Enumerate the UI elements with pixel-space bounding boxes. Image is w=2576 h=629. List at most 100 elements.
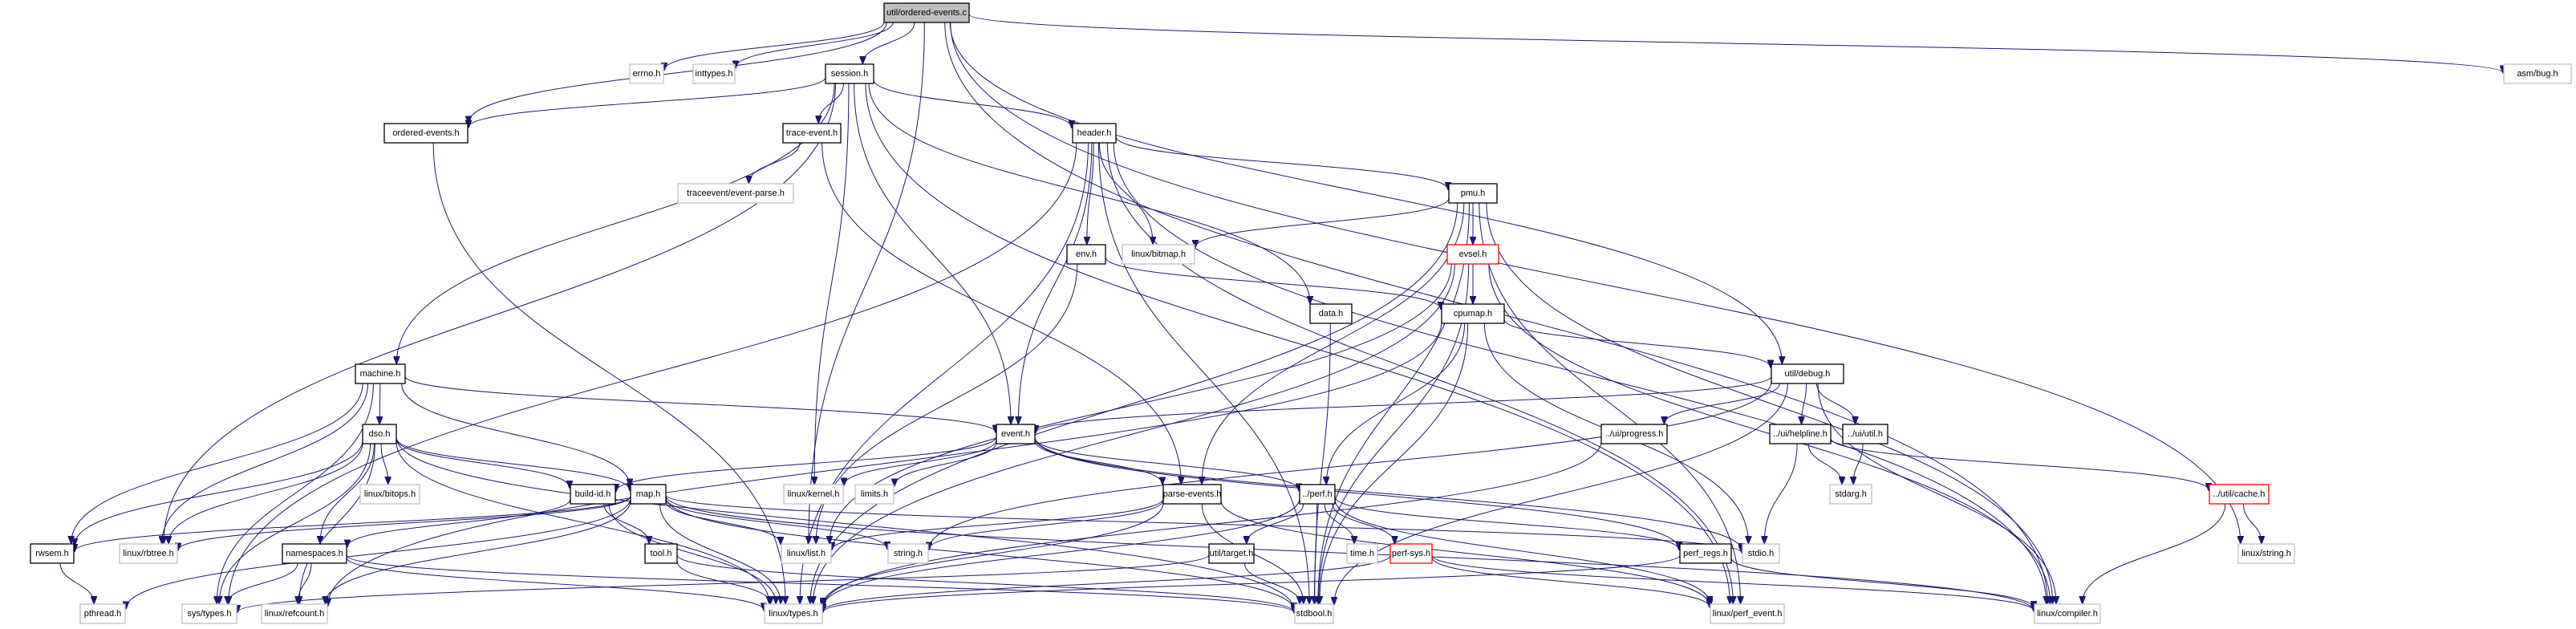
node-map-label: map.h [636,489,661,499]
edge-header-to-compiler [1113,142,2046,603]
edge-target-to-systypes [237,554,1210,612]
node-dso[interactable]: dso.h [362,424,397,444]
node-errno-label: errno.h [633,69,661,79]
edge-debug-to-helpline [1802,383,1807,424]
node-dso-box [362,424,397,444]
edge-dso-to-bitops [380,443,388,484]
node-bitmap-box [1122,244,1195,265]
node-perfregs-box [1679,543,1732,564]
node-pmu[interactable]: pmu.h [1448,183,1498,204]
node-compiler-box [2034,603,2101,624]
node-orderedh-label: ordered-events.h [392,128,459,138]
node-evsel-box [1446,244,1499,265]
node-perfevent-label: linux/perf_event.h [1713,609,1783,619]
node-inttypes-box [692,63,736,84]
node-pthread-label: pthread.h [84,609,121,619]
node-buildid[interactable]: build-id.h [570,484,616,505]
edge-tool-to-types [676,561,770,603]
node-uiutil-box [1842,424,1888,444]
node-bitops: linux/bitops.h [359,484,420,505]
node-event[interactable]: event.h [996,424,1036,444]
edge-header-to-perfevent [1106,142,1733,603]
node-data-box [1309,303,1353,324]
edge-map-to-list [665,501,781,544]
node-perfregs[interactable]: perf_regs.h [1679,543,1732,564]
node-eventparse: traceevent/event-parse.h [677,183,794,204]
edge-parseevents-to-string [929,500,1164,550]
edge-perf-to-stdbool [1314,503,1316,603]
edge-machine-to-systypes [217,383,374,603]
edge-traceevent-to-parseevents [821,142,1182,484]
node-rwsem-label: rwsem.h [35,549,69,558]
node-target[interactable]: util/target.h [1208,543,1255,564]
edge-evsel-to-types [813,263,1455,603]
node-cache[interactable]: ../util/cache.h [2209,484,2270,505]
node-progress[interactable]: ../ui/progress.h [1600,424,1668,444]
node-bitmap: linux/bitmap.h [1122,244,1195,265]
edge-dso-to-buildid [396,438,570,488]
node-data-label: data.h [1319,309,1344,319]
edge-dso-to-systypes [219,443,371,603]
node-traceevent-box [782,123,842,144]
node-pmu-box [1448,183,1498,204]
edge-buildid-to-types [608,503,776,603]
node-cache-label: ../util/cache.h [2213,489,2266,499]
node-session-label: session.h [831,69,868,79]
edge-map-to-string [665,497,887,549]
node-root[interactable]: util/ordered-events.c [883,2,970,23]
node-perfsys-box [1389,543,1433,564]
edge-machine-to-rbtree [162,383,369,543]
node-stdio-box [1742,543,1780,564]
edge-perfregs-to-compiler [1730,558,2034,608]
edge-orderedh-to-types [432,142,785,603]
node-rbtree-label: linux/rbtree.h [123,549,174,558]
edge-event-to-buildid [616,436,997,490]
node-list-box [781,543,832,564]
node-cpumap[interactable]: cpumap.h [1441,303,1505,324]
node-systypes-box [181,603,237,624]
node-env[interactable]: env.h [1066,244,1106,265]
node-string-box [887,543,929,564]
node-perfsys[interactable]: perf-sys.h [1389,543,1433,564]
edge-rwsem-to-pthread [59,562,94,603]
edge-buildid-to-tool [603,503,649,543]
node-pthread: pthread.h [79,603,126,624]
edge-target-to-stdbool [1243,562,1300,603]
edge-header-to-stdbool [1097,142,1309,603]
node-helpline[interactable]: ../ui/helpline.h [1769,424,1832,444]
node-limits: limits.h [854,484,895,505]
node-traceevent[interactable]: trace-event.h [782,123,842,144]
edge-event-to-kernel [844,440,997,485]
node-time: time.h [1346,543,1378,564]
edge-perf-to-perfevent [1334,499,1710,603]
node-tool[interactable]: tool.h [644,543,678,564]
node-perf[interactable]: ../perf.h [1299,484,1336,505]
node-asmbug-box [2503,63,2572,84]
node-data[interactable]: data.h [1309,303,1353,324]
node-map[interactable]: map.h [630,484,667,505]
edge-event-to-perfregs [1034,437,1679,549]
node-orderedh[interactable]: ordered-events.h [383,123,469,144]
node-namespaces[interactable]: namespaces.h [282,543,347,564]
edge-session-to-data [868,83,1310,303]
node-session[interactable]: session.h [825,63,874,84]
node-rwsem[interactable]: rwsem.h [30,543,75,564]
node-uiutil[interactable]: ../ui/util.h [1842,424,1888,444]
node-machine-label: machine.h [360,369,401,379]
node-limits-label: limits.h [861,489,888,499]
node-evsel[interactable]: evsel.h [1446,244,1499,265]
node-rbtree-box [119,543,178,564]
node-debug[interactable]: util/debug.h [1771,363,1844,384]
node-machine[interactable]: machine.h [355,363,406,384]
node-stdio-label: stdio.h [1748,549,1774,558]
edge-dso-to-rbtree [168,442,363,543]
node-debug-label: util/debug.h [1785,369,1831,379]
node-header[interactable]: header.h [1072,123,1117,144]
node-stdarg: stdarg.h [1829,484,1872,505]
node-parseevents[interactable]: parse-events.h [1162,484,1222,505]
edge-perfsys-to-compiler [1431,555,2034,611]
edge-perf-to-perfregs [1334,497,1679,550]
node-machine-box [355,363,406,384]
node-errno-box [629,63,664,84]
